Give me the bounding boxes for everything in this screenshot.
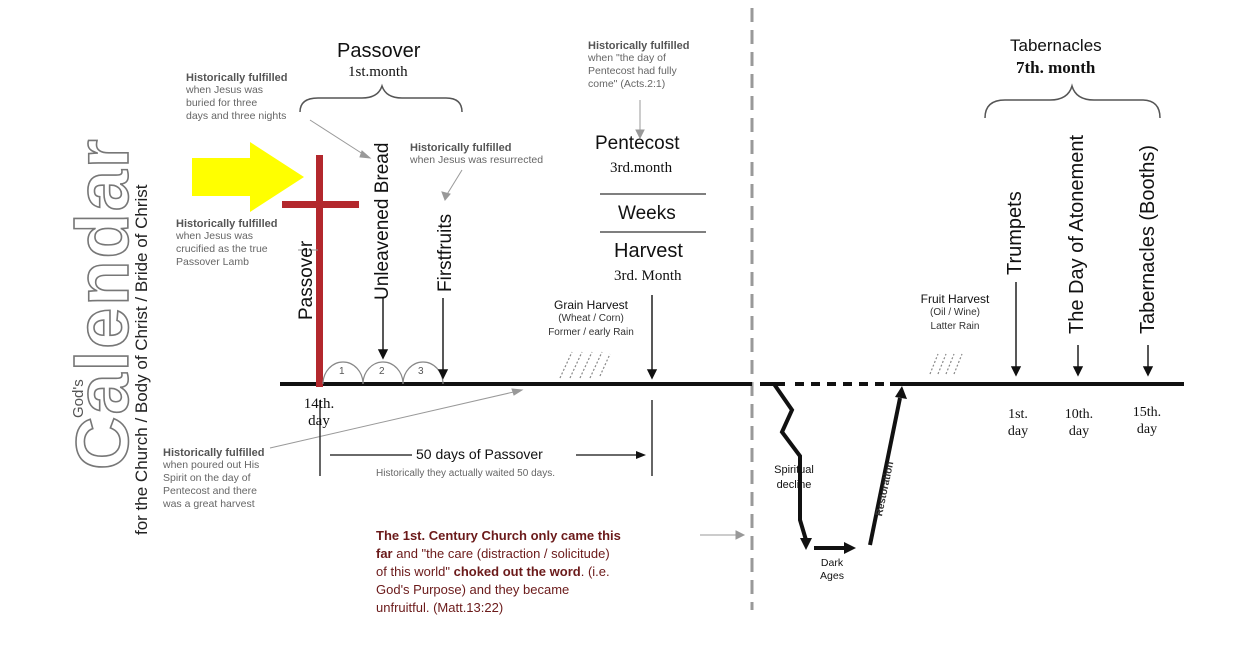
calendar-subtitle: for the Church / Body of Christ / Bride … xyxy=(132,184,151,535)
passover-group-title: Passover xyxy=(337,40,421,62)
church-note: The 1st. Century Church only came this f… xyxy=(376,528,621,615)
tabernacles-brace xyxy=(984,83,1161,119)
pentecost-title: Pentecost xyxy=(595,133,680,154)
feast-unleavened-bread: Unleavened Bread xyxy=(372,142,393,300)
restoration-path xyxy=(868,397,902,546)
passover-group-month: 1st.month xyxy=(348,64,408,80)
harvest-month: 3rd. Month xyxy=(614,268,682,284)
feast-atonement: The Day of Atonement xyxy=(1066,134,1088,334)
pointer-arrow-icon xyxy=(192,142,304,212)
harvest-title: Harvest xyxy=(614,240,683,262)
feast-booths: Tabernacles (Booths) xyxy=(1137,145,1159,334)
day-number-1: 1 xyxy=(339,366,345,377)
note-pentecost: Historically fulfilled when "the day of … xyxy=(588,40,690,90)
tabernacles-group-title: Tabernacles xyxy=(1010,36,1102,55)
fifty-days-note: Historically they actually waited 50 day… xyxy=(376,468,555,479)
fifty-days-label: 50 days of Passover xyxy=(416,446,543,462)
day-10th: 10th.day xyxy=(1064,407,1094,439)
note-spirit: Historically fulfilled when poured out H… xyxy=(163,447,265,510)
day-15th: 15th.day xyxy=(1132,405,1162,437)
fruit-harvest: Fruit Harvest (Oil / Wine) Latter Rain xyxy=(920,292,990,332)
grain-harvest: Grain Harvest (Wheat / Corn) Former / ea… xyxy=(548,298,634,338)
weeks-title: Weeks xyxy=(618,203,676,224)
passover-brace xyxy=(299,83,463,113)
feast-firstfruits: Firstfruits xyxy=(435,213,456,292)
day-number-3: 3 xyxy=(418,366,424,377)
day-14: 14th.day xyxy=(303,396,335,429)
feast-passover: Passover xyxy=(296,240,317,320)
note-burial: Historically fulfilled when Jesus was bu… xyxy=(186,72,288,122)
day-arc-1 xyxy=(322,361,364,385)
day-1st: 1st.day xyxy=(1007,407,1029,439)
note-cross: Historically fulfilled when Jesus was cr… xyxy=(176,218,278,268)
pentecost-month: 3rd.month xyxy=(610,160,673,176)
day-arc-2 xyxy=(362,361,404,385)
tabernacles-group-month: 7th. month xyxy=(1016,58,1096,77)
feast-trumpets: Trumpets xyxy=(1004,191,1026,275)
day-number-2: 2 xyxy=(379,366,385,377)
decline-path xyxy=(772,382,808,541)
note-resurrection: Historically fulfilled when Jesus was re… xyxy=(410,142,544,166)
cross-horizontal xyxy=(282,201,359,208)
cross-vertical xyxy=(316,155,323,387)
